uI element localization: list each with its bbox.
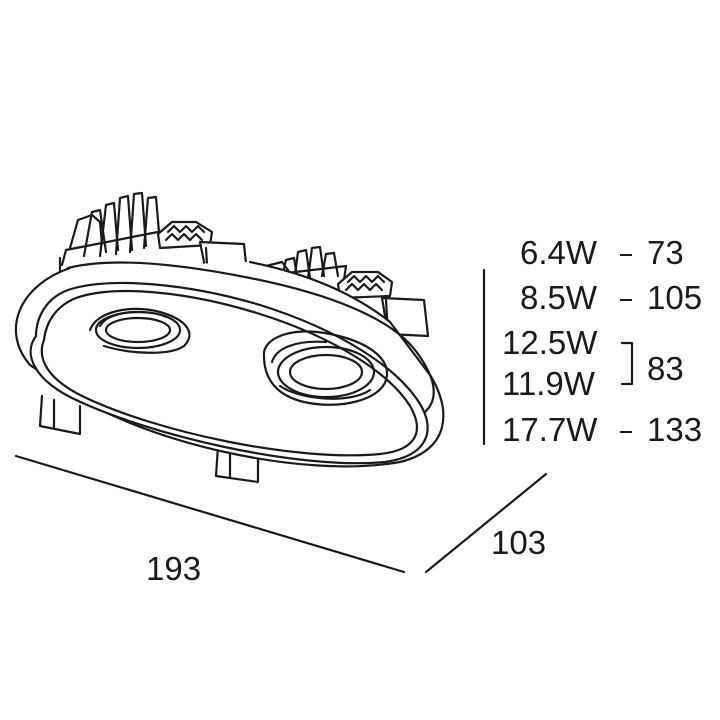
lens-left	[88, 307, 191, 354]
power-label-1: 6.4W	[520, 234, 598, 271]
dash-2	[620, 299, 632, 301]
clip-right	[336, 270, 430, 338]
dash-1	[620, 254, 632, 256]
bracket-value-label: 83	[647, 350, 684, 387]
lens-right	[262, 330, 389, 406]
dimension-line-length	[14, 454, 406, 574]
length-dimension-label: 193	[146, 550, 202, 587]
dash-5	[620, 431, 632, 433]
power-label-3: 12.5W	[502, 324, 598, 361]
power-label-2: 8.5W	[520, 279, 598, 316]
power-label-5: 17.7W	[502, 411, 598, 448]
value-label-5: 133	[647, 411, 703, 448]
mounting-legs	[38, 394, 260, 484]
power-label-4: 11.9W	[502, 365, 595, 402]
depth-dimension-label: 103	[491, 524, 547, 561]
value-label-1: 73	[647, 234, 684, 271]
dimension-line-depth	[424, 472, 548, 574]
group-bracket	[620, 341, 634, 386]
value-label-2: 105	[647, 279, 703, 316]
